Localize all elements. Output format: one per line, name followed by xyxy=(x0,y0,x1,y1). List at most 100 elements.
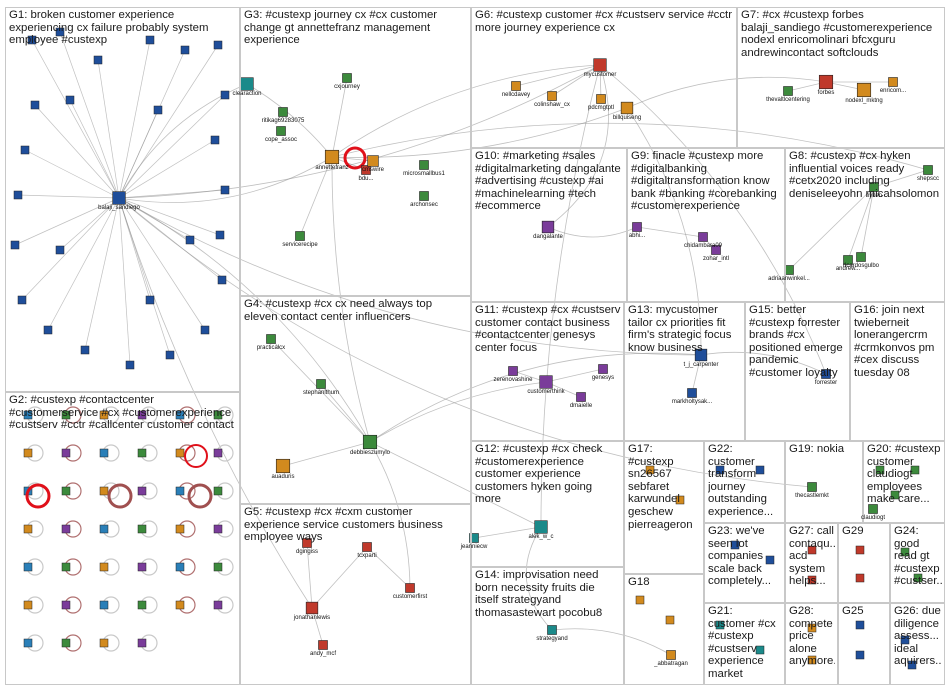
g1-node-18 xyxy=(13,190,23,200)
group-box-g26: G26: due diligence assess... ideal aquir… xyxy=(890,603,945,685)
node-rlcardosgulbo xyxy=(856,252,866,262)
node-customerfirst xyxy=(405,583,415,593)
g2-node-17 xyxy=(213,486,223,496)
g2-node-5 xyxy=(213,410,223,420)
node-hyken xyxy=(869,182,879,192)
node-thevaltlcentering xyxy=(783,86,793,96)
node-customerthink xyxy=(539,375,553,389)
edge-31 xyxy=(788,186,875,271)
small-node-17 xyxy=(755,645,765,655)
g1-node-5 xyxy=(213,40,223,50)
node-label-32: auaduris xyxy=(271,473,295,480)
node-nellcdavey xyxy=(511,81,521,91)
node-label-16: thevaltlcentering xyxy=(766,96,810,103)
node-label-10: servicerecipe xyxy=(282,241,318,248)
g1-edge-7 xyxy=(118,139,216,199)
g2-node-18 xyxy=(23,524,33,534)
g1-edge-24 xyxy=(59,197,120,251)
node-label-22: chidambara09 xyxy=(683,242,723,249)
g1-node-21 xyxy=(65,95,75,105)
node-label-41: tcxparti xyxy=(357,552,377,559)
group-label-g4: G4: #custexp #cx cx need always top elev… xyxy=(244,298,433,323)
group-box-g2: G2: #custexp #contactcenter #customerser… xyxy=(5,392,240,685)
node-forbes xyxy=(818,74,834,90)
small-node-20 xyxy=(635,595,645,605)
group-label-g16: G16: join next twieberneit lonerangercrm… xyxy=(854,304,935,379)
group-box-g21: G21: customer #cx #custexp #custserv exp… xyxy=(704,603,785,685)
small-node-13 xyxy=(907,660,917,670)
edge-5 xyxy=(118,197,702,356)
edge-16 xyxy=(270,338,371,443)
g2-big-loop-1 xyxy=(25,483,51,509)
g1-edge-16 xyxy=(21,197,120,301)
node-label-0: balaji_sandiego xyxy=(98,205,140,212)
g2-node-33 xyxy=(137,600,147,610)
node-forrester xyxy=(821,369,831,379)
edge-12 xyxy=(331,156,371,443)
g2-node-21 xyxy=(137,524,147,534)
g1-node-6 xyxy=(220,90,230,100)
g2-node-14 xyxy=(99,486,109,496)
edge-4 xyxy=(118,197,313,609)
g2-node-0 xyxy=(23,410,33,420)
g1-edge-13 xyxy=(118,197,131,366)
g1-node-7 xyxy=(210,135,220,145)
g2-node-29 xyxy=(213,562,223,572)
group-box-g9: G9: finacle #custexp more #digitalbankin… xyxy=(627,148,785,302)
node-label-14: pdcmgtptl xyxy=(587,104,615,111)
small-node-23 xyxy=(910,465,920,475)
group-box-g15: G15: better #custexp forrester brands #c… xyxy=(745,302,850,441)
group-box-g25: G25 xyxy=(838,603,890,685)
g1-edge-3 xyxy=(118,39,151,199)
node-label-24: shepscc xyxy=(916,175,940,182)
node-t_j_carpenter xyxy=(694,348,708,362)
g2-node-7 xyxy=(61,448,71,458)
g1-edge-12 xyxy=(118,197,171,356)
node-label-5: annettefranz xyxy=(315,164,349,171)
g1-node-11 xyxy=(200,325,210,335)
node-chidambara09 xyxy=(698,232,708,242)
small-node-4 xyxy=(807,545,817,555)
small-node-14 xyxy=(807,623,817,633)
node-label-37: t_j_carpenter xyxy=(683,361,719,368)
g2-node-30 xyxy=(23,600,33,610)
g2-big-loop-3 xyxy=(187,483,213,509)
node-label-11: nellcdavey xyxy=(501,91,531,98)
edge-32 xyxy=(860,186,875,258)
edge-13 xyxy=(299,156,333,237)
group-box-g10: G10: #marketing #sales #digitalmarketing… xyxy=(471,148,627,302)
edge-6 xyxy=(246,83,333,158)
group-box-g16: G16: join next twieberneit lonerangercrm… xyxy=(850,302,945,441)
small-node-12 xyxy=(900,635,910,645)
g1-node-4 xyxy=(180,45,190,55)
node-dangalante xyxy=(541,220,555,234)
g2-node-23 xyxy=(213,524,223,534)
node-microsmallbus1 xyxy=(419,160,429,170)
g1-edge-11 xyxy=(118,197,206,331)
g1-node-8 xyxy=(220,185,230,195)
node-label-13: colinshaw_cx xyxy=(534,101,570,108)
node-zerenovashine xyxy=(508,366,518,376)
node-enricom... xyxy=(888,77,898,87)
group-label-g25: G25 xyxy=(842,605,864,617)
g1-edge-21 xyxy=(69,99,120,199)
g1-edge-15 xyxy=(47,197,120,331)
group-label-g13: G13: mycustomer tailor cx priorities fit… xyxy=(628,304,732,354)
g2-node-1 xyxy=(61,410,71,420)
group-label-g12: G12: #custexp #cx check #customerexperie… xyxy=(475,443,603,506)
node-label-3: ritikag69283075 xyxy=(261,117,305,124)
group-label-g1: G1: broken customer experience experienc… xyxy=(9,9,209,47)
g1-node-24 xyxy=(55,245,65,255)
node-label-29: practicalcx xyxy=(256,344,286,351)
node-jonathanlewis xyxy=(305,601,319,615)
g1-edge-2 xyxy=(97,59,120,199)
group-label-g5: G5: #custexp #cx #cxm customer experienc… xyxy=(244,506,443,544)
g2-node-11 xyxy=(213,448,223,458)
group-label-g23: G23: we've seen lot companies scale back… xyxy=(708,525,772,588)
edge-33 xyxy=(847,186,875,261)
node-label-34: customerthink xyxy=(527,389,565,396)
g2-node-38 xyxy=(99,638,109,648)
edge-9 xyxy=(331,77,348,158)
node-label-21: abhi... xyxy=(628,232,646,239)
small-node-18 xyxy=(645,465,655,475)
